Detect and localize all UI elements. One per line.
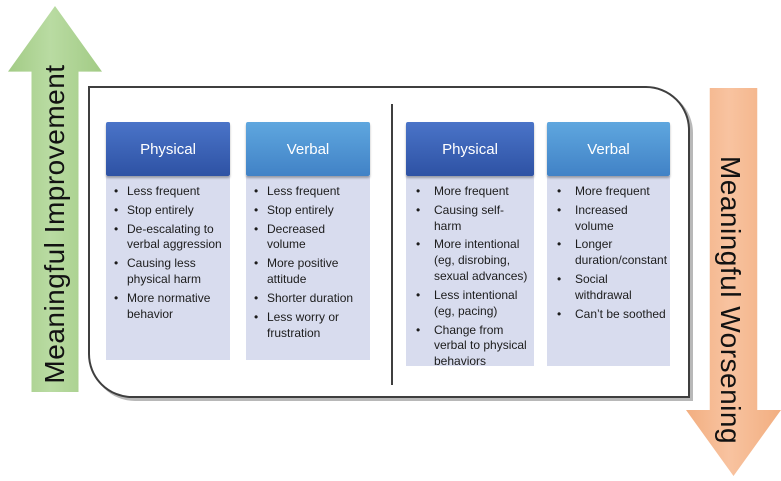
worsening-arrow-label: Meaningful Worsening (715, 155, 746, 445)
list-item-text: More frequent (434, 184, 509, 198)
bullet-icon: • (114, 256, 119, 271)
bullet-icon: • (254, 221, 259, 236)
bullet-icon: • (416, 287, 421, 302)
list-item-text: More intentional (eg, disrobing, sexual … (434, 237, 528, 284)
list-item-text: Less frequent (127, 184, 200, 198)
bullet-icon: • (557, 272, 562, 287)
list-item-text: More positive attitude (267, 256, 339, 287)
list-item-text: Longer duration/constant (575, 237, 668, 268)
bullet-icon: • (254, 309, 259, 324)
list-item: • Longer duration/constant (555, 237, 668, 269)
bullet-icon: • (114, 184, 119, 198)
list-item: • Stop entirely (254, 203, 366, 219)
improvement-arrow-label: Meaningful Improvement (39, 64, 70, 384)
list-item-text: De-escalating to verbal aggression (127, 221, 222, 252)
bullet-icon: • (254, 256, 259, 271)
list-item: • Less frequent (254, 184, 366, 200)
card-physical-improvement: Physical • Less frequent • Stop entirely •… (106, 122, 230, 360)
bullet-icon: • (254, 184, 259, 198)
list-item: • Less frequent (114, 184, 226, 200)
list-item: • Shorter duration (254, 291, 366, 307)
list-item: • Less worry or frustration (254, 310, 366, 342)
card-verbal-worsening: Verbal • More frequent • Increased volume … (547, 122, 670, 366)
list-item-text: Social withdrawal (575, 272, 632, 302)
list-item-text: Less frequent (267, 184, 340, 198)
list-item-text: Causing less physical harm (127, 256, 202, 287)
list-item-text: Change from verbal to physical behaviors (434, 322, 527, 369)
bullet-icon: • (416, 184, 421, 198)
card-verbal-improvement: Verbal • Less frequent • Stop entirely • De… (246, 122, 370, 360)
bullet-icon: • (416, 202, 421, 217)
list-item: • Decreased volume (254, 222, 366, 254)
bullet-icon: • (114, 290, 119, 305)
card-physical-worsening: Physical • More frequent • Causing self-ha… (406, 122, 534, 368)
list-item: • More frequent (414, 184, 530, 200)
list-item-text: Causing self-harm (434, 202, 505, 233)
behavior-panel: Physical • Less frequent • Stop entirely •… (88, 86, 690, 398)
bullet-icon: • (557, 237, 562, 252)
list-item: • Change from verbal to physical behavior… (414, 323, 530, 370)
list-item: • Causing self-harm (414, 203, 530, 235)
list-item: • More normative behavior (114, 291, 226, 323)
list-item-text: Stop entirely (267, 202, 334, 217)
card-header-physical-improvement: Physical (106, 122, 230, 176)
list-item: • Less intentional (eg, pacing) (414, 288, 530, 320)
bullet-icon: • (416, 322, 421, 337)
bullet-icon: • (557, 306, 562, 321)
list-physical-worsening: • More frequent • Causing self-harm • More … (406, 176, 534, 368)
list-item: • More frequent (555, 184, 666, 200)
card-header-verbal-worsening: Verbal (547, 122, 670, 176)
panel-divider (391, 104, 393, 385)
list-item-text: Less worry or frustration (267, 309, 340, 340)
bullet-icon: • (114, 202, 119, 217)
card-header-physical-worsening: Physical (406, 122, 534, 176)
list-item-text: Decreased volume (267, 221, 326, 252)
list-item-text: Less intentional (eg, pacing) (434, 287, 518, 318)
improvement-arrow: Meaningful Improvement (8, 6, 102, 392)
list-item: • Can’t be soothed (555, 307, 666, 323)
list-item: • Causing less physical harm (114, 256, 226, 288)
bullet-icon: • (416, 237, 421, 252)
list-physical-improvement: • Less frequent • Stop entirely • De-escala… (106, 176, 230, 360)
list-item-text: More frequent (575, 184, 650, 198)
worsening-arrow: Meaningful Worsening (686, 88, 781, 476)
list-verbal-worsening: • More frequent • Increased volume • Longer… (547, 176, 670, 366)
bullet-icon: • (254, 202, 259, 217)
list-item: • Social withdrawal (555, 272, 666, 304)
list-item: • Increased volume (555, 203, 666, 235)
bullet-icon: • (114, 221, 119, 236)
list-verbal-improvement: • Less frequent • Stop entirely • Decreased… (246, 176, 370, 360)
bullet-icon: • (557, 202, 562, 217)
list-item: • De-escalating to verbal aggression (114, 222, 226, 254)
card-header-verbal-improvement: Verbal (246, 122, 370, 176)
list-item-text: More normative behavior (127, 290, 211, 321)
list-item: • More positive attitude (254, 256, 366, 288)
list-item-text: Can’t be soothed (575, 306, 666, 321)
list-item: • More intentional (eg, disrobing, sexual… (414, 237, 530, 284)
bullet-icon: • (254, 290, 259, 305)
list-item-text: Shorter duration (267, 290, 354, 305)
list-item-text: Stop entirely (127, 202, 194, 217)
list-item: • Stop entirely (114, 203, 226, 219)
bullet-icon: • (557, 184, 562, 198)
list-item-text: Increased volume (575, 202, 628, 233)
